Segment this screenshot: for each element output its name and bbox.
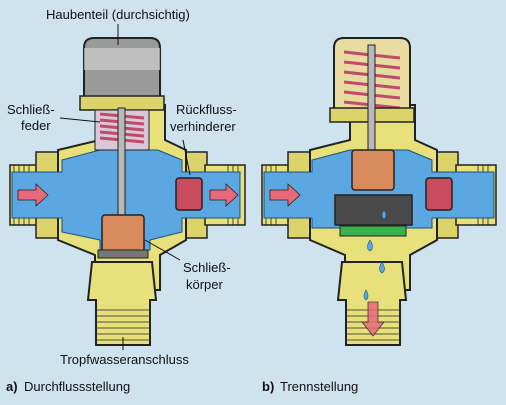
leader-lines: [59, 24, 191, 350]
stem-a: [117, 107, 126, 219]
flow-arrow-in-a: [17, 183, 49, 207]
stem-b: [367, 44, 376, 166]
flow-arrow-out-a: [209, 183, 239, 207]
valve-a-flow-position: [9, 37, 246, 346]
drip-arrow-b: [361, 301, 385, 337]
valve-b-separation-position: [261, 37, 497, 346]
flow-arrow-in-b: [269, 183, 301, 207]
water-drops-b: [363, 209, 387, 301]
caption-b-text: Trennstellung: [280, 379, 358, 394]
sealing-sleeve-b: [334, 194, 413, 226]
label-spring-1: Schließ-: [7, 102, 55, 117]
closing-body-b: [351, 149, 395, 191]
label-backflow-2: verhinderer: [170, 119, 236, 134]
caption-b-letter: b): [262, 379, 274, 394]
label-body-1: Schließ-: [183, 260, 231, 275]
seal-ring-b: [339, 225, 407, 237]
label-drip: Tropfwasseranschluss: [60, 352, 189, 367]
label-body-2: körper: [186, 277, 224, 292]
caption-a-letter: a): [6, 379, 18, 394]
backflow-preventer-b: [425, 177, 453, 211]
closing-body-a: [101, 214, 145, 256]
label-spring-2: feder: [21, 118, 51, 133]
caption-a-text: Durchflussstellung: [24, 379, 130, 394]
backflow-preventer-a: [175, 177, 203, 211]
drain-neck-a: [86, 261, 158, 346]
label-backflow-1: Rückfluss-: [176, 102, 237, 117]
label-hood: Haubenteil (durchsichtig): [46, 7, 190, 22]
